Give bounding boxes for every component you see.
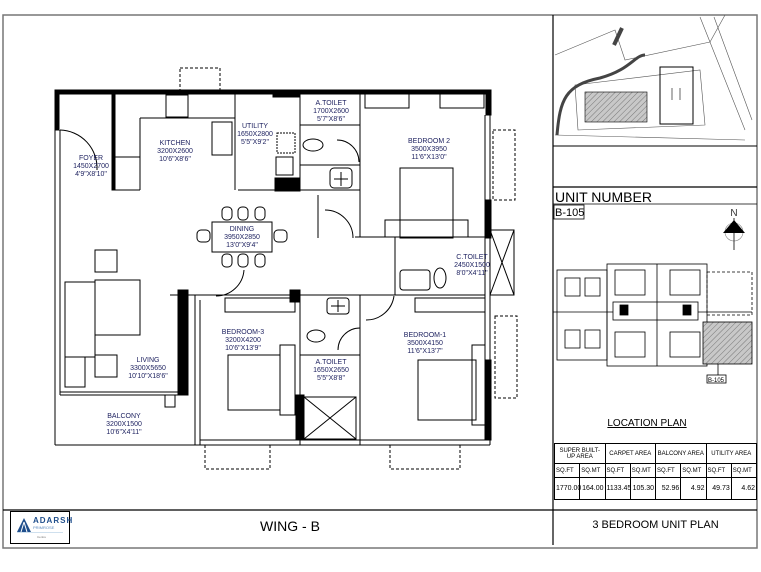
room-label-dining: DINING 3950X2850 13'0"X9'4" (224, 226, 260, 249)
value-cell: 52.96 (654, 477, 682, 500)
room-label-attached-toilet-bottom: A.TOILET 1650X2650 5'5"X8'8" (313, 359, 349, 382)
unit-number-label: UNIT NUMBER (555, 189, 652, 205)
location-plan-title: LOCATION PLAN (607, 418, 686, 429)
svg-text:1650X2800: 1650X2800 (237, 131, 273, 138)
svg-text:KITCHEN: KITCHEN (160, 140, 191, 147)
room-label-attached-toilet-top: A.TOILET 1700X2600 5'7"X8'6" (313, 100, 349, 123)
unit-cell: SQ.MT (629, 463, 657, 478)
header-utility: UTILITY AREA (705, 443, 757, 464)
logo-sub: PRIMROSE (33, 525, 55, 530)
room-label-bedroom-2: BEDROOM 2 3500X3950 11'6"X13'0" (408, 138, 450, 161)
value-cell: 1133.45 (604, 477, 631, 500)
svg-text:N: N (730, 208, 737, 219)
room-label-bedroom-3: BEDROOM-3 3200X4200 10'6"X13'9" (222, 329, 265, 352)
svg-text:4'9"X8'10": 4'9"X8'10" (75, 171, 107, 178)
logo-tag: Centre (37, 535, 47, 539)
svg-text:3300X5650: 3300X5650 (130, 365, 166, 372)
header-super-built-up: SUPER BUILT-UP AREA (554, 443, 606, 464)
svg-text:13'0"X9'4": 13'0"X9'4" (226, 242, 258, 249)
wing-title: WING - B (260, 518, 320, 534)
svg-text:3200X2600: 3200X2600 (157, 148, 193, 155)
svg-text:3200X1500: 3200X1500 (106, 421, 142, 428)
room-label-common-toilet: C.TOILET 2450X1500 8'0"X4'11" (454, 254, 490, 277)
svg-text:10'10"X18'6": 10'10"X18'6" (128, 373, 168, 380)
svg-text:10'6"X4'11": 10'6"X4'11" (106, 429, 142, 436)
unit-cell: SQ.MT (579, 463, 606, 478)
svg-text:3200X4200: 3200X4200 (225, 337, 261, 344)
svg-text:DINING: DINING (230, 226, 255, 233)
value-cell: 105.30 (629, 477, 657, 500)
svg-text:5'5"X9'2": 5'5"X9'2" (241, 139, 269, 146)
svg-text:LIVING: LIVING (137, 357, 160, 364)
svg-text:2450X1500: 2450X1500 (454, 262, 490, 269)
svg-text:1450X2700: 1450X2700 (73, 163, 109, 170)
svg-text:BEDROOM-3: BEDROOM-3 (222, 329, 265, 336)
svg-text:UTILITY: UTILITY (242, 123, 268, 130)
site-plan (553, 14, 757, 147)
unit-cell: SQ.FT (654, 463, 682, 478)
logo-brand: ADARSH (33, 516, 74, 525)
svg-text:10'6"X13'9": 10'6"X13'9" (225, 345, 261, 352)
unit-cell: SQ.MT (730, 463, 758, 478)
value-cell: 49.73 (705, 477, 732, 500)
logo-mark-icon (17, 518, 31, 532)
svg-text:5'5"X8'8": 5'5"X8'8" (317, 375, 345, 382)
value-cell: 1770.00 (553, 477, 581, 500)
header-carpet: CARPET AREA (604, 443, 656, 464)
unit-cell: SQ.FT (604, 463, 631, 478)
svg-text:8'0"X4'11": 8'0"X4'11" (456, 270, 488, 277)
svg-text:FOYER: FOYER (79, 155, 103, 162)
unit-cell: SQ.MT (680, 463, 707, 478)
svg-text:3500X4150: 3500X4150 (407, 340, 443, 347)
svg-text:C.TOILET: C.TOILET (456, 254, 488, 261)
room-label-utility: UTILITY 1650X2800 5'5"X9'2" (237, 123, 273, 146)
svg-text:11'6"X13'7": 11'6"X13'7" (407, 348, 443, 355)
plan-title: 3 BEDROOM UNIT PLAN (592, 519, 719, 531)
room-label-foyer: FOYER 1450X2700 4'9"X8'10" (73, 155, 109, 178)
svg-text:3500X3950: 3500X3950 (411, 146, 447, 153)
svg-text:10'6"X8'6": 10'6"X8'6" (159, 156, 191, 163)
room-label-living: LIVING 3300X5650 10'10"X18'6" (128, 357, 168, 380)
value-cell: 164.00 (579, 477, 606, 500)
area-table-grid: SUPER BUILT-UP AREA CARPET AREA BALCONY … (553, 443, 758, 500)
sheet-border (2, 14, 758, 549)
svg-text:3950X2850: 3950X2850 (224, 234, 260, 241)
location-plan-drawing (553, 263, 753, 384)
svg-text:1700X2600: 1700X2600 (313, 108, 349, 115)
room-labels: FOYER 1450X2700 4'9"X8'10" KITCHEN 3200X… (73, 100, 490, 436)
value-cell: 4.62 (730, 477, 758, 500)
svg-text:1650X2650: 1650X2650 (313, 367, 349, 374)
value-cell: 4.92 (680, 477, 707, 500)
room-label-kitchen: KITCHEN 3200X2600 10'6"X8'6" (157, 140, 193, 163)
svg-text:BEDROOM-1: BEDROOM-1 (404, 332, 447, 339)
floor-plan (54, 67, 518, 470)
header-balcony: BALCONY AREA (655, 443, 707, 464)
svg-text:BEDROOM 2: BEDROOM 2 (408, 138, 450, 145)
room-label-balcony: BALCONY 3200X1500 10'6"X4'11" (106, 413, 142, 436)
svg-text:5'7"X8'6": 5'7"X8'6" (317, 116, 345, 123)
svg-text:BALCONY: BALCONY (107, 413, 141, 420)
area-table: SUPER BUILT-UP AREA CARPET AREA BALCONY … (553, 443, 758, 500)
svg-text:11'6"X13'0": 11'6"X13'0" (411, 154, 447, 161)
svg-text:A.TOILET: A.TOILET (316, 100, 348, 107)
location-unit-tag: B-105 (708, 378, 725, 384)
logo: ADARSH PRIMROSE Centre (10, 511, 74, 544)
room-label-bedroom-1: BEDROOM-1 3500X4150 11'6"X13'7" (404, 332, 447, 355)
north-arrow-icon: N (723, 208, 745, 250)
unit-number-value: B-105 (555, 207, 584, 219)
unit-cell: SQ.FT (705, 463, 732, 478)
svg-text:A.TOILET: A.TOILET (316, 359, 348, 366)
unit-cell: SQ.FT (553, 463, 581, 478)
